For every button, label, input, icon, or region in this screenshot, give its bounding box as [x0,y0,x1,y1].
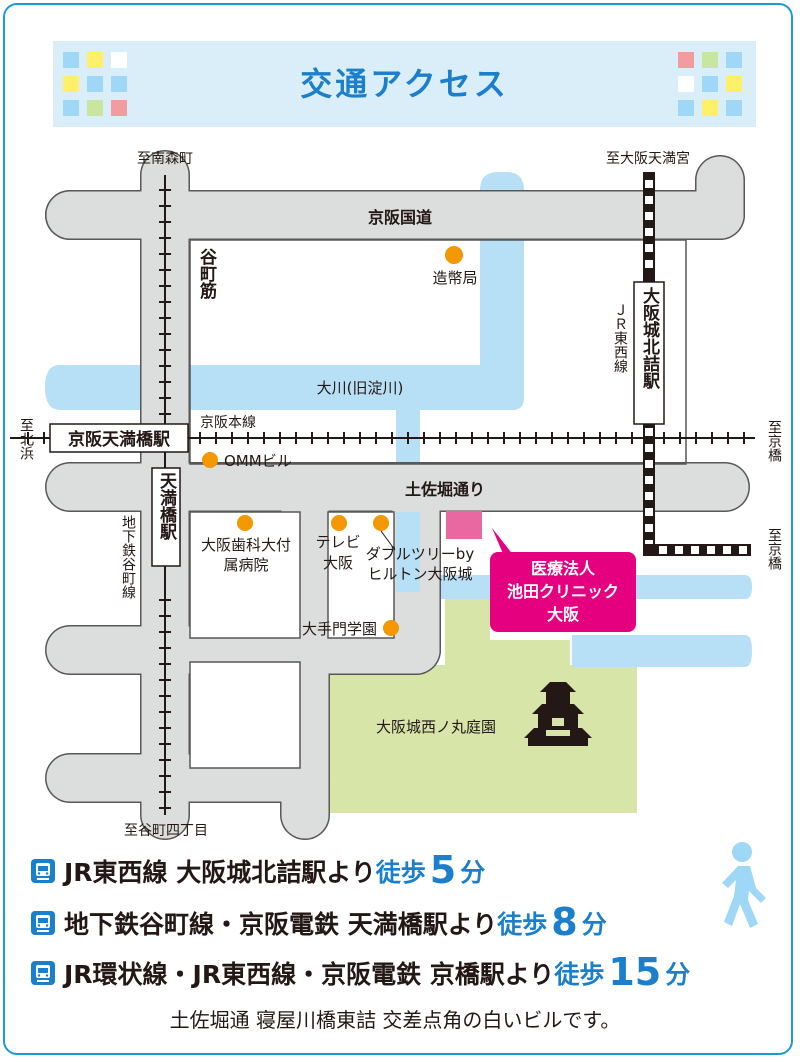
landmark-omm: OMMビル [224,452,292,470]
access-jr-tozai: JR東西線 大阪城北詰駅より 徒歩 5 分 [30,846,485,890]
decorative-tile [726,100,742,116]
direction-north-left: 至南森町 [137,151,193,167]
decorative-tile [702,100,718,116]
clinic-marker[interactable]: 医療法人 池田クリニック 大阪 [446,511,636,632]
castle-icon [524,682,592,746]
walk-minutes: 8 [551,900,578,944]
decorative-tile [702,76,718,92]
decorative-tile [63,52,79,68]
access-route: JR環状線・JR東西線・京阪電鉄 京橋駅より [64,960,555,989]
direction-east: 至京橋 [766,420,782,462]
station-osakajo-kitazume[interactable]: 大阪城北詰駅 [639,286,661,390]
label-jr-tozai-line: ＪＲ東西線 [612,303,628,373]
walk-label: 徒歩 [497,910,548,939]
direction-south: 至谷町四丁目 [124,823,208,839]
direction-north-right: 至大阪天満宮 [606,151,690,167]
landmark-mint: 造幣局 [432,269,477,287]
station-box-keihan-tenmabashi[interactable] [49,423,189,453]
decorative-tile [87,100,103,116]
train-icon [31,961,55,985]
decorative-tile [702,52,718,68]
decorative-tile [111,100,127,116]
landmarks[interactable]: 造幣局 OMMビル 大阪歯科大付属病院 テレビ大阪 ダブルツリーbyヒルトン大阪… [190,246,496,736]
park-upper-area [445,580,570,665]
landmark-doubletree: ダブルツリーbyヒルトン大阪城 [365,545,475,583]
access-route: JR東西線 大阪城北詰駅より [64,858,376,887]
landmark-dot-mint [445,246,463,264]
walk-label: 徒歩 [375,858,426,887]
station-keihan-tenmabashi[interactable]: 京阪天満橋駅 [68,429,171,450]
decorative-tile [726,52,742,68]
label-keihan-line: 京阪本線 [200,415,256,431]
access-subway-keihan: 地下鉄谷町線・京阪電鉄 天満橋駅より 徒歩 8 分 [30,898,607,942]
landmark-dental-hospital: 大阪歯科大付属病院 [200,536,291,574]
walking-person-icon [722,842,766,928]
direction-west: 至北浜 [18,418,34,460]
decorative-tile [111,52,127,68]
landmark-dot-tv-osaka [331,515,347,531]
landmark-dot-doubletree [373,515,389,531]
walk-label: 徒歩 [554,960,605,989]
decorative-tile [678,52,694,68]
decorative-tile [63,100,79,116]
landmark-otemon: 大手門学園 [302,620,377,638]
walk-unit: 分 [460,858,486,887]
osaka-castle-nishinomaru-park [330,665,637,813]
access-route: 地下鉄谷町線・京阪電鉄 天満橋駅より [64,910,498,939]
label-tanimachi-suji: 谷町筋 [196,248,218,300]
footnote: 土佐堀通 寝屋川橋東詰 交差点角の白いビルです。 [169,1008,621,1032]
label-okawa: 大川(旧淀川) [317,379,404,397]
clinic-name-line3: 大阪 [547,605,580,624]
train-icon [31,859,55,883]
walk-minutes: 5 [429,848,457,892]
clinic-name-line2: 池田クリニック [507,582,619,601]
label-keihan-kokudo: 京阪国道 [368,208,432,227]
decorative-tile [87,76,103,92]
station-box-osakajo-kitazume[interactable] [633,281,665,425]
clinic-name-line1: 医療法人 [531,559,596,578]
train-icon [31,911,55,935]
decorative-tile [63,76,79,92]
direction-east-lower: 至京橋 [766,528,782,570]
decorative-tile [87,52,103,68]
decorative-tiles-left [63,52,131,120]
landmark-park: 大阪城西ノ丸庭園 [376,718,496,736]
river-okawa [45,172,524,410]
decorative-tile [726,76,742,92]
access-card: 交通アクセス [3,3,793,1055]
walk-minutes: 15 [608,950,662,994]
label-subway-tanimachi-line: 地下鉄谷町線 [120,515,136,599]
landmark-dot-otemon [383,620,399,636]
walk-unit: 分 [581,910,607,939]
station-tenmabashi[interactable]: 天満橋駅 [156,472,178,541]
label-tosabori-dori: 土佐堀通り [405,480,485,499]
decorative-tile [111,76,127,92]
clinic-building [446,511,482,539]
landmark-tv-osaka: テレビ大阪 [315,533,361,572]
decorative-tile [678,100,694,116]
decorative-tiles-right [678,52,746,120]
page-title: 交通アクセス [300,65,509,103]
river-under-road [396,512,420,592]
landmark-dot-dental [237,515,253,531]
river-neya-lower [572,635,752,667]
access-kyobashi: JR環状線・JR東西線・京阪電鉄 京橋駅より 徒歩 15 分 [30,948,690,992]
landmark-dot-omm [202,452,218,468]
decorative-tile [678,76,694,92]
walk-unit: 分 [665,960,691,989]
clinic-callout-box [490,552,636,632]
station-box-tenmabashi[interactable] [151,467,181,567]
header-banner: 交通アクセス [53,41,756,127]
